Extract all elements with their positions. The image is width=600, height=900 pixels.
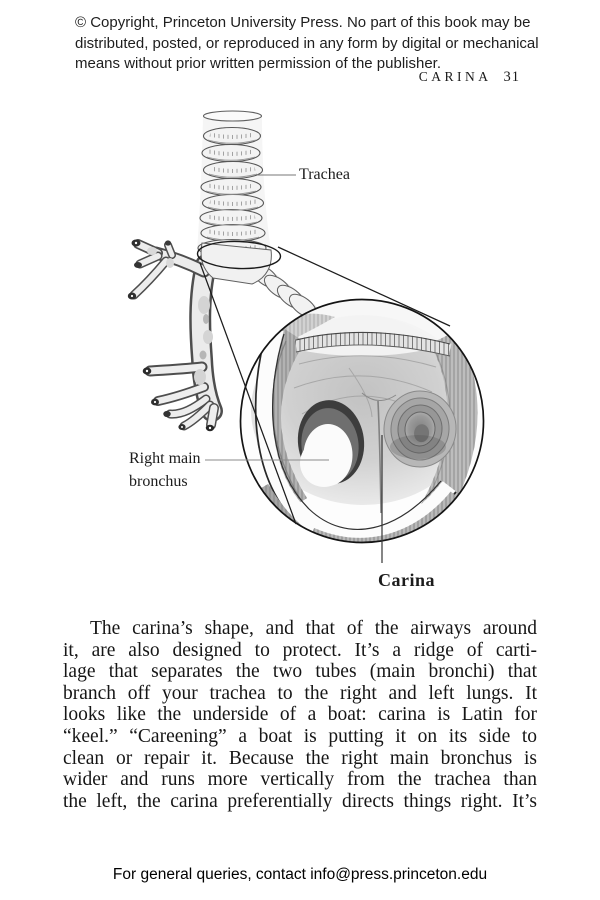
trachea-label: Trachea [299,166,350,183]
chapter-title: CARINA [418,69,492,84]
body-text-line: wider and runs more vertically from the … [63,769,537,791]
magnifier-source-ellipse [196,240,282,270]
footer-contact: For general queries, contact info@press.… [112,866,488,883]
carina-label: Carina [378,570,435,590]
bronchial-tree-illustration [127,239,223,432]
copyright-line: means without prior written permission o… [75,55,442,72]
trachea-illustration [197,110,271,258]
page-number: 31 [503,69,520,85]
bifurcation-blob [200,242,272,285]
body-text-line: branch off your trachea to the right and… [63,682,537,704]
body-text-line: “keel.” “Careening” a boat is putting it… [63,725,537,747]
anatomy-figure [127,110,485,563]
copyright-line: © Copyright, Princeton University Press.… [75,14,531,31]
magnifier-cone-lines [199,246,451,525]
copyright-line: distributed, posted, or reproduced in an… [75,34,539,52]
left-main-bronchus-opening [383,390,457,468]
body-text-line: it, are also designed to protect. It’s a… [63,639,537,661]
right-main-bronchus-opening [297,400,365,487]
running-head: CARINA 31 [419,69,520,86]
body-text-line: the left, the carina preferentially dire… [63,790,537,812]
body-text-line: looks like the underside of a boat: cari… [63,704,537,726]
right-main-bronchus-label: Right main bronchus [129,450,201,490]
copyright-notice: © Copyright, Princeton University Press.… [75,13,545,75]
body-text-line: clean or repair it. Because the right ma… [63,747,537,769]
body-text-line: The carina’s shape, and that of the airw… [90,618,537,639]
magnifier-circle-outline [239,298,485,544]
carina-ridge [377,400,382,514]
body-text-line: lage that separates the two tubes (main … [63,661,537,683]
body-paragraph: The carina’s shape, and that of the airw… [63,618,537,812]
